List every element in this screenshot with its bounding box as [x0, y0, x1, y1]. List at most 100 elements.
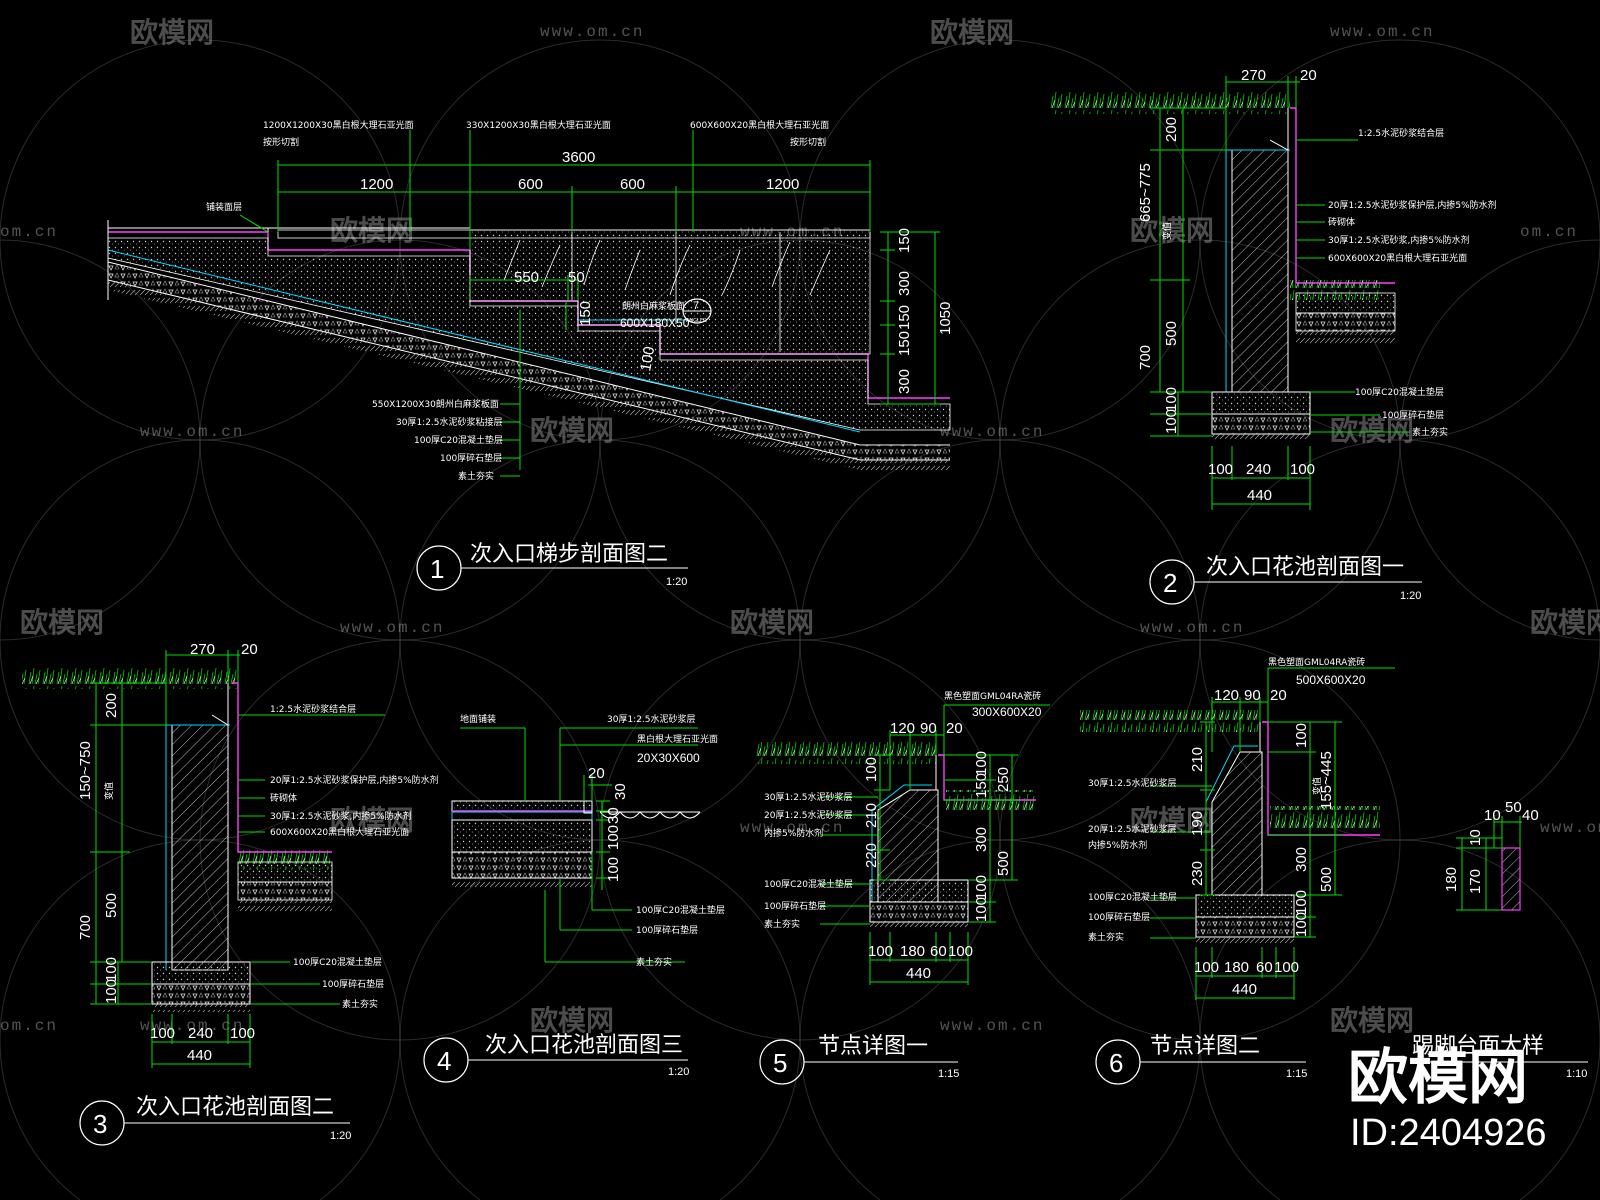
d5-dim-r2: 150: [973, 773, 990, 798]
d5-dim-r1: 100: [973, 751, 990, 776]
d2-dim-200: 200: [1163, 117, 1180, 142]
watermark-logo: 欧模网: [330, 804, 414, 837]
d2-note-7: 100厚碎石垫层: [1382, 409, 1444, 421]
d1-dim-slope: 100: [637, 345, 658, 373]
watermark-url: www.om.cn: [1540, 819, 1600, 837]
d3-dim-100a: 100: [103, 957, 120, 982]
d6-note-4: 20厚1:2.5水泥砂浆层: [1088, 823, 1177, 835]
watermark-logo: 欧模网: [930, 16, 1014, 49]
d2-dim-b1: 100: [1208, 461, 1233, 478]
d4-scale: 1:20: [668, 1066, 689, 1078]
watermark-logo: 欧模网: [20, 606, 104, 639]
d2-number: 2: [1163, 568, 1177, 598]
drawing-3-planter-section-2: 270 20 200 150~750 500 700 100 100 变值 10…: [22, 641, 439, 1146]
watermark-url-partial: om.cn: [0, 223, 58, 241]
d4-note-3: 黑白根大理石亚光面: [637, 733, 718, 745]
d6-dim-t2: 90: [1244, 687, 1261, 704]
d1-callout-2: 600X180X50: [620, 316, 690, 330]
watermark-layer: 欧模网欧模网欧模网欧模网欧模网欧模网欧模网欧模网欧模网欧模网欧模网欧模网欧模网w…: [0, 16, 1600, 1200]
d3-dim-700: 700: [77, 915, 94, 940]
d6-scale: 1:15: [1286, 1068, 1307, 1080]
d5-dim-r7: 100: [973, 897, 990, 922]
drawing-7-skirting-detail: 50 10 40 10 180 170 踢脚台面大样 1:10: [1410, 799, 1588, 1080]
d1-callout-tag: ANGLED: [686, 318, 707, 324]
d5-dim-b4: 100: [948, 943, 973, 960]
d1-dim-r1: 150: [896, 228, 913, 253]
d6-dim-l2: 190: [1189, 811, 1206, 836]
d7-scale: 1:10: [1566, 1068, 1587, 1080]
d4-note-1: 地面铺装: [460, 713, 496, 725]
d3-dim-100b: 100: [103, 979, 120, 1004]
d2-note-6: 100厚C20混凝土垫层: [1355, 386, 1444, 398]
d5-note-2: 300X600X20: [972, 705, 1042, 719]
d7-dim-10a: 10: [1484, 807, 1501, 824]
drawing-5-node-detail-1: 黑色塑面GML04RA瓷砖 300X600X20 30厚1:2.5水泥砂浆层 2…: [756, 690, 1050, 1085]
d1-scale: 1:20: [666, 576, 687, 588]
d5-dim-l3: 220: [863, 843, 880, 868]
watermark-url-partial: om.cn: [0, 1017, 58, 1035]
d6-note-3: 30厚1:2.5水泥砂浆层: [1088, 777, 1177, 789]
watermark-logo: 欧模网: [530, 1004, 614, 1037]
d1-note-top-6: 铺装面层: [206, 201, 242, 213]
d5-dim-b1: 100: [868, 943, 893, 960]
d6-note-5: 内掺5%防水剂: [1088, 839, 1147, 851]
brand-id: ID:2404926: [1350, 1112, 1547, 1154]
d6-dim-r2: 155~445: [1318, 751, 1335, 810]
d1-dim-600b: 600: [620, 176, 645, 193]
d3-note-6: 100厚C20混凝土垫层: [293, 956, 382, 968]
d5-dim-t1: 120: [890, 720, 915, 737]
d3-number: 3: [93, 1109, 107, 1139]
d5-note-6: 100厚C20混凝土垫层: [764, 878, 853, 890]
d2-note-5: 600X600X20黑白根大理石亚光面: [1328, 252, 1467, 264]
d2-note-8: 素土夯实: [1412, 426, 1448, 438]
d2-dim-270: 270: [1241, 67, 1266, 84]
d4-note-5: 100厚C20混凝土垫层: [636, 904, 725, 916]
watermark-circle: [999, 639, 1401, 1041]
d3-dim-500: 500: [103, 893, 120, 918]
d3-dim-b4: 440: [187, 1047, 212, 1064]
d1-callout-1: 朗州白麻浆板面: [622, 300, 685, 312]
d5-dim-r5: 500: [995, 851, 1012, 876]
d4-number: 4: [437, 1046, 451, 1076]
d5-note-8: 素土夯实: [764, 918, 800, 930]
d7-title: 踢脚台面大样: [1412, 1034, 1544, 1059]
d2-note-4: 30厚1:2.5水泥砂浆,内掺5%防水剂: [1328, 234, 1470, 246]
d3-note-4: 30厚1:2.5水泥砂浆,内掺5%防水剂: [270, 810, 412, 822]
d3-title: 次入口花池剖面图二: [136, 1095, 334, 1120]
watermark-circle: [599, 639, 1001, 1041]
d7-dim-50: 50: [1505, 799, 1522, 816]
watermark-url: www.om.cn: [140, 423, 244, 441]
d4-dim-20: 20: [588, 765, 605, 782]
watermark-logo: 欧模网: [1330, 1004, 1414, 1037]
d4-dim-100b: 100: [605, 857, 622, 882]
watermark-logo: 欧模网: [1130, 214, 1214, 247]
d2-dim-b4: 440: [1247, 487, 1272, 504]
watermark-url: www.om.cn: [940, 1017, 1044, 1035]
d3-note-7: 100厚碎石垫层: [322, 978, 384, 990]
d5-dim-l1: 100: [863, 757, 880, 782]
d1-dim-r6: 1050: [937, 302, 954, 335]
d1-dim-1200a: 1200: [360, 176, 393, 193]
d1-dim-r5: 300: [896, 369, 913, 394]
d1-note-top-1: 1200X1200X30黑白根大理石亚光面: [263, 119, 414, 131]
d2-note-1: 1:2.5水泥砂浆结合层: [1358, 127, 1444, 139]
watermark-url: www.om.cn: [1330, 23, 1434, 41]
d3-dim-b3: 100: [230, 1025, 255, 1042]
d5-title: 节点详图一: [818, 1034, 928, 1059]
d1-callout-num: 7: [693, 300, 699, 312]
d6-note-1: 黑色塑面GML04RA瓷砖: [1268, 656, 1365, 668]
d6-dim-r5: 100: [1293, 890, 1310, 915]
d1-title: 次入口梯步剖面图二: [470, 542, 668, 567]
d1-note-top-5: 按形切割: [790, 136, 826, 148]
d1-dim-600a: 600: [518, 176, 543, 193]
drawing-1-stair-section: 1200X1200X30黑白根大理石亚光面 按形切割 330X1200X30黑白…: [107, 119, 954, 591]
d4-dim-100a: 100: [605, 825, 622, 850]
d6-dim-t1: 120: [1214, 687, 1239, 704]
d1-note-top-3: 330X1200X30黑白根大理石亚光面: [466, 119, 611, 131]
d3-note-1: 1:2.5水泥砂浆结合层: [270, 703, 356, 715]
watermark-url: www.om.cn: [140, 1017, 244, 1035]
d2-vert-label: 变值: [1161, 222, 1173, 240]
d1-note-b3: 100厚C20混凝土垫层: [414, 434, 503, 446]
d5-dim-r6: 100: [973, 875, 990, 900]
